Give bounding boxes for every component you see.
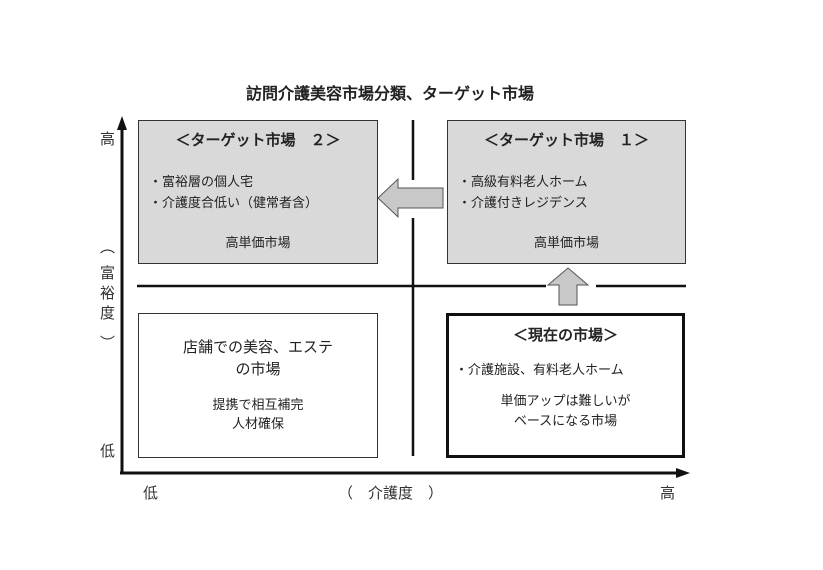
quadrant-footer: ベースになる市場 <box>513 414 618 429</box>
quadrant-heading: ＜現在の市場＞ <box>512 326 618 344</box>
quadrant-footer: 高単価市場 <box>533 236 599 251</box>
quadrant-store-market: 店舗での美容、エステの市場 提携で相互補完人材確保 <box>138 313 378 458</box>
quadrant-footer: 人材確保 <box>231 417 284 432</box>
y-axis-label: ︵ <box>100 238 116 256</box>
x-axis-high-label: 高 <box>660 484 676 502</box>
x-axis-low-label: 低 <box>143 484 159 502</box>
quadrant-footer: 高単価市場 <box>225 236 291 251</box>
y-axis-label: 富 <box>100 264 116 282</box>
quadrant-heading: ＜ターゲット市場 ２＞ <box>175 131 341 149</box>
up-arrow-icon <box>546 267 590 306</box>
list-item: ・富裕層の個人宅 <box>149 175 254 190</box>
list-item: ・介護度合低い（健常者含） <box>149 196 319 211</box>
quadrant-current-market: ＜現在の市場＞ ・介護施設、有料老人ホーム 単価アップは難しいがベースになる市場 <box>446 313 685 458</box>
quadrant-footer: 単価アップは難しいが <box>500 394 631 409</box>
quadrant-target-market-1: ＜ターゲット市場 １＞ ・高級有料老人ホーム・介護付きレジデンス 高単価市場 <box>447 120 686 264</box>
quadrant-footer: 提携で相互補完 <box>212 398 304 413</box>
list-item: ・介護付きレジデンス <box>458 196 588 211</box>
quadrant-text: 店舗での美容、エステ <box>182 338 333 356</box>
y-axis-label: 度 <box>100 304 116 322</box>
quadrant-heading: ＜ターゲット市場 １＞ <box>483 131 649 149</box>
x-axis-label: （ 介護度 ） <box>338 484 444 502</box>
y-axis-arrowhead <box>117 116 127 130</box>
left-arrow-icon <box>377 177 444 219</box>
quadrant-target-market-2: ＜ターゲット市場 ２＞ ・富裕層の個人宅・介護度合低い（健常者含） 高単価市場 <box>138 120 378 264</box>
y-axis-label: ︶ <box>100 334 116 352</box>
list-item: ・高級有料老人ホーム <box>458 175 588 190</box>
quadrant-text: の市場 <box>235 360 281 378</box>
x-axis-arrowhead <box>676 468 690 478</box>
y-axis-label: 裕 <box>100 284 116 302</box>
diagram-title: 訪問介護美容市場分類、ターゲット市場 <box>245 84 534 103</box>
y-axis-low-label: 低 <box>100 442 116 460</box>
y-axis-high-label: 高 <box>100 130 116 148</box>
list-item: ・介護施設、有料老人ホーム <box>455 363 624 378</box>
